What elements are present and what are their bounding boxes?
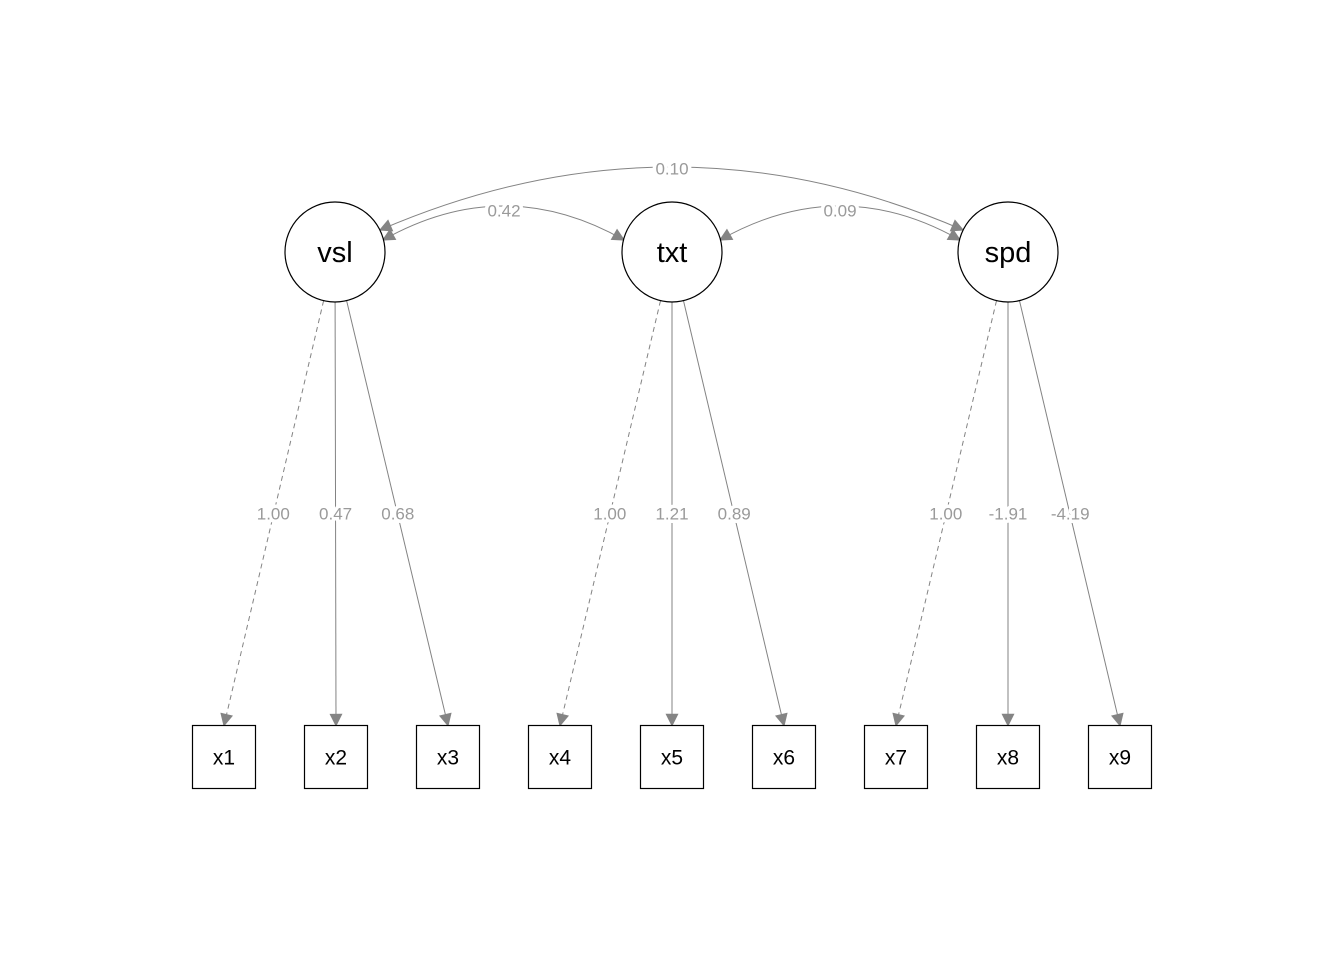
manifest-label-x2: x2 (325, 747, 347, 770)
loading-edge-vsl-x2 (329, 301, 343, 727)
manifest-node-x4: x4 (527, 724, 593, 790)
manifest-node-x7: x7 (863, 724, 929, 790)
manifest-label-x9: x9 (1109, 747, 1131, 770)
manifest-node-x3: x3 (415, 724, 481, 790)
loading-label-spd-x9: -4.19 (1051, 504, 1090, 523)
manifest-label-x4: x4 (549, 747, 572, 770)
loading-label-txt-x6: 0.89 (718, 504, 751, 523)
latent-circle-vsl (284, 201, 386, 303)
loading-edge-vsl-x3 (346, 300, 452, 727)
latent-node-vsl: vsl (284, 201, 386, 303)
manifest-node-x6: x6 (751, 724, 817, 790)
latent-circle-spd (957, 201, 1059, 303)
manifest-label-x7: x7 (885, 747, 907, 770)
manifest-rect-x6 (751, 724, 817, 790)
edges-layer (220, 166, 1124, 727)
loading-edge-txt-x6 (683, 300, 788, 727)
manifest-label-x3: x3 (437, 747, 459, 770)
manifest-rect-x4 (527, 724, 593, 790)
loading-label-spd-x8: -1.91 (989, 504, 1028, 523)
manifest-rect-x5 (639, 724, 705, 790)
loading-label-spd-x7: 1.00 (929, 504, 962, 523)
manifest-node-x5: x5 (639, 724, 705, 790)
loading-edge-spd-x9 (1019, 300, 1124, 727)
manifest-node-x2: x2 (303, 724, 369, 790)
loading-edge-vsl-x1 (220, 300, 325, 727)
manifest-rect-x9 (1087, 724, 1153, 790)
manifest-node-x8: x8 (975, 724, 1041, 790)
covariance-edge-vsl-spd (378, 166, 965, 232)
manifest-rect-x2 (303, 724, 369, 790)
loading-label-vsl-x3: 0.68 (381, 504, 414, 523)
latent-label-vsl: vsl (317, 237, 352, 269)
covariance-label-txt-spd: 0.09 (823, 201, 856, 220)
latent-label-txt: txt (657, 237, 688, 269)
manifest-rect-x1 (191, 724, 257, 790)
manifest-label-x5: x5 (661, 747, 683, 770)
loading-label-txt-x4: 1.00 (593, 504, 626, 523)
latent-label-spd: spd (985, 237, 1032, 269)
manifest-label-x1: x1 (213, 747, 235, 770)
manifest-rect-x7 (863, 724, 929, 790)
manifest-rect-x3 (415, 724, 481, 790)
manifest-label-x8: x8 (997, 747, 1019, 770)
nodes-layer: vsl txt spd x1 x2 x3 x4 x5 x6 x7 x8 x9 (191, 201, 1153, 790)
covariance-label-vsl-spd: 0.10 (655, 159, 688, 178)
loading-edge-txt-x4 (556, 300, 661, 727)
manifest-rect-x8 (975, 724, 1041, 790)
loading-label-txt-x5: 1.21 (655, 504, 688, 523)
loading-edge-spd-x7 (892, 300, 997, 727)
manifest-label-x6: x6 (773, 747, 795, 770)
latent-node-txt: txt (621, 201, 723, 303)
edge-labels-layer: 1.00 0.47 0.68 1.00 1.21 0.89 1.00 -1.91 -4.19 0.… (253, 156, 1093, 527)
covariance-label-vsl-txt: 0.42 (487, 201, 520, 220)
manifest-node-x1: x1 (191, 724, 257, 790)
loading-label-vsl-x1: 1.00 (257, 504, 290, 523)
latent-node-spd: spd (957, 201, 1059, 303)
manifest-node-x9: x9 (1087, 724, 1153, 790)
loading-label-vsl-x2: 0.47 (319, 504, 352, 523)
latent-circle-txt (621, 201, 723, 303)
